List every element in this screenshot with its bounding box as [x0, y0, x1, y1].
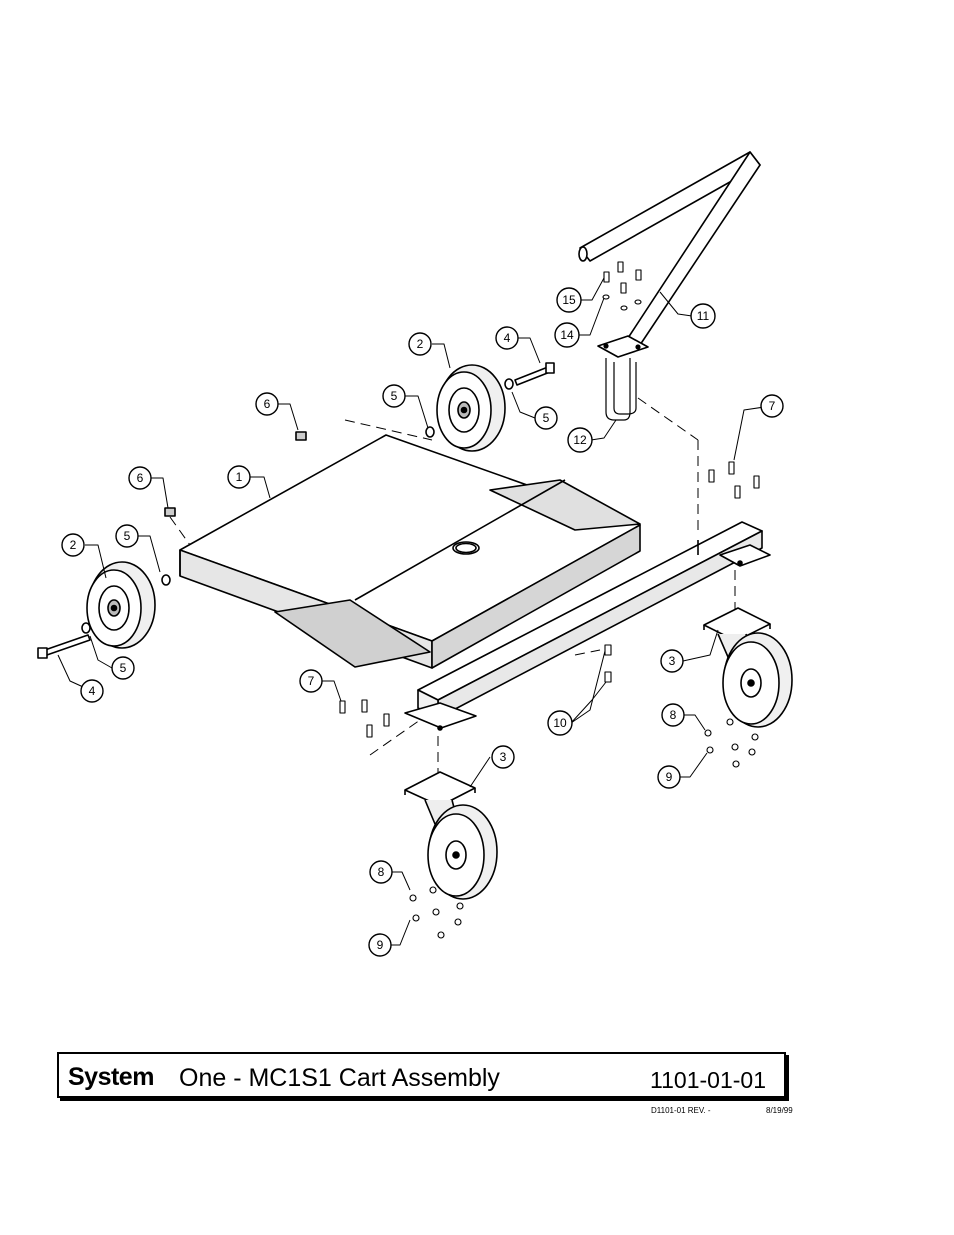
front-caster — [404, 771, 498, 900]
callout-4-left: 4 — [89, 684, 96, 698]
drawing-title: One - MC1S1 Cart Assembly — [179, 1064, 500, 1092]
fastener-hardware — [339, 261, 760, 939]
callout-12: 12 — [573, 433, 587, 447]
document-revision: D1101-01 REV. - — [651, 1106, 711, 1115]
rear-caster — [703, 607, 793, 728]
callout-9-a: 9 — [377, 938, 384, 952]
cart-frame-tube — [404, 521, 771, 731]
cart-platform — [179, 434, 641, 669]
title-block: System One - MC1S1 Cart Assembly 1101-01… — [57, 1052, 786, 1098]
part-number: 1101-01-01 — [650, 1067, 766, 1093]
callout-5-c: 5 — [543, 411, 550, 425]
callout-6-a: 6 — [264, 397, 271, 411]
callout-2-left: 2 — [70, 538, 77, 552]
callout-balloons — [61, 287, 784, 957]
left-wheel — [86, 561, 156, 649]
assembly-leader-lines — [169, 397, 736, 775]
callout-6-b: 6 — [137, 471, 144, 485]
callout-14: 14 — [560, 328, 574, 342]
callout-5-b: 5 — [391, 389, 398, 403]
callout-3-front: 3 — [500, 750, 507, 764]
axle-hardware — [37, 362, 555, 659]
callout-5-d: 5 — [120, 661, 127, 675]
cart-assembly-drawing: 1 2 2 3 3 4 4 5 5 5 5 6 6 7 7 8 8 9 9 10… — [37, 151, 793, 957]
callout-5-a: 5 — [124, 529, 131, 543]
callout-3-rear: 3 — [669, 654, 676, 668]
callout-8-a: 8 — [378, 865, 385, 879]
right-wheel — [436, 364, 506, 452]
callout-11: 11 — [697, 309, 710, 323]
callout-2-right: 2 — [417, 337, 424, 351]
callout-8-b: 8 — [670, 708, 677, 722]
callout-leaders — [57, 277, 772, 946]
cart-handle — [578, 151, 761, 358]
callout-1: 1 — [236, 470, 243, 484]
callout-15: 15 — [562, 293, 576, 307]
callout-9-b: 9 — [666, 770, 673, 784]
callout-10: 10 — [553, 716, 567, 730]
brand-name-bold: System — [68, 1063, 154, 1091]
callout-4-right: 4 — [504, 331, 511, 345]
u-bolts — [605, 358, 637, 421]
callout-7-b: 7 — [769, 399, 776, 413]
callout-7-a: 7 — [308, 674, 315, 688]
document-date: 8/19/99 — [766, 1106, 793, 1115]
